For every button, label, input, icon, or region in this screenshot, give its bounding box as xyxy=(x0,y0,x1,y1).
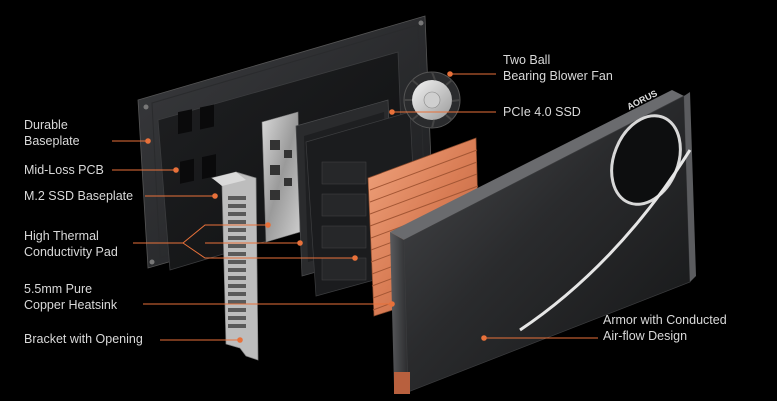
bracket-part xyxy=(211,171,259,361)
label-pcie-ssd: PCIe 4.0 SSD xyxy=(503,105,581,119)
label-bracket: Bracket with Opening xyxy=(24,332,143,346)
armor-shroud-part: AORUS xyxy=(390,88,696,394)
leader-lines xyxy=(112,71,598,343)
blower-fan-part xyxy=(403,71,461,129)
label-mid-loss-pcb: Mid-Loss PCB xyxy=(24,163,104,177)
label-m2-ssd-baseplate: M.2 SSD Baseplate xyxy=(24,189,134,203)
